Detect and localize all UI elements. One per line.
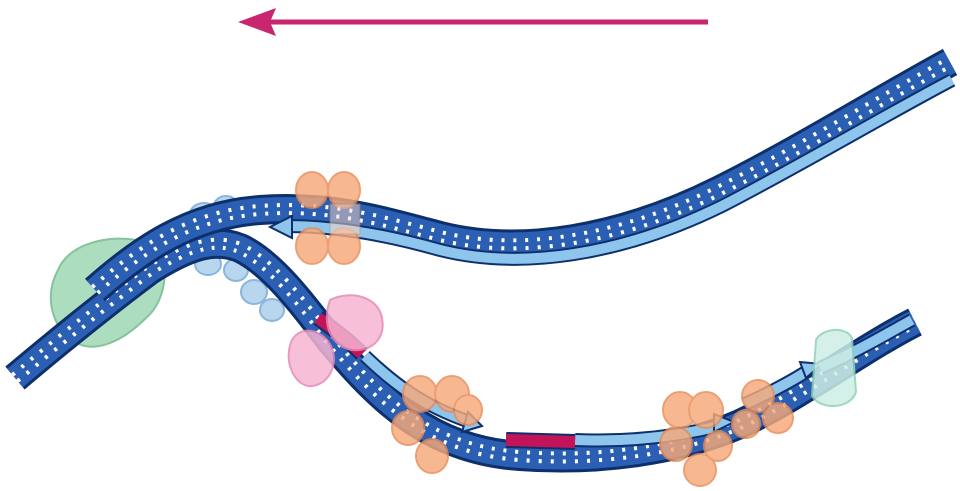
- rna-primer-2: [506, 440, 575, 442]
- dna-ligase: [812, 330, 856, 406]
- direction-arrow: [238, 8, 708, 36]
